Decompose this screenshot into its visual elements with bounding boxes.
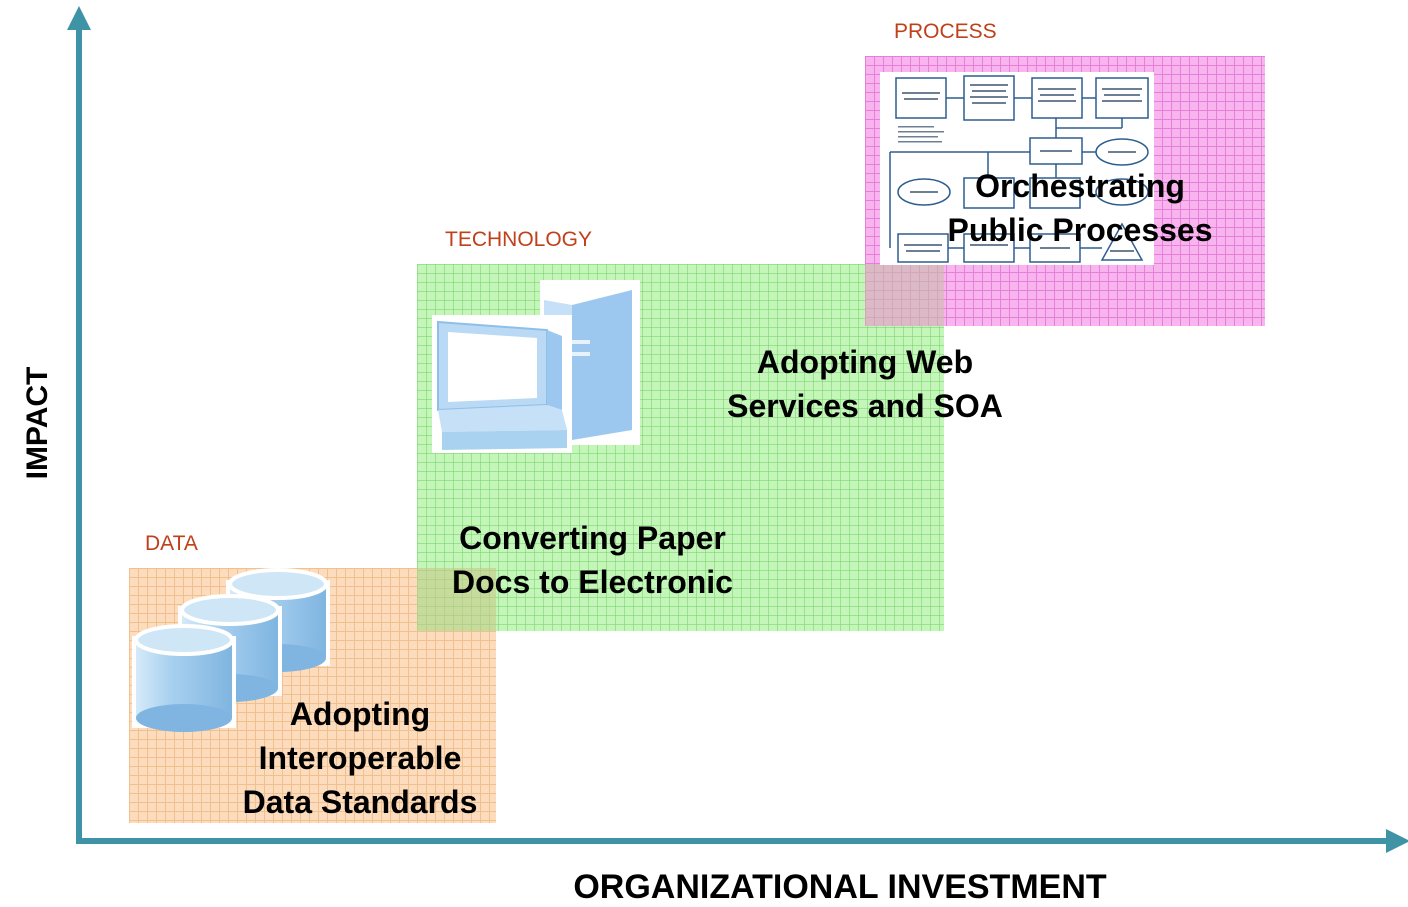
caption-line: Interoperable — [258, 740, 462, 776]
data-stage-tag: DATA — [145, 532, 198, 555]
caption-line: Adopting — [289, 696, 431, 732]
x-axis-arrow-icon — [1386, 829, 1408, 853]
data-stage-caption: Adopting Interoperable Data Standards — [190, 692, 530, 824]
caption-line: Data Standards — [242, 784, 478, 820]
database-icon — [132, 568, 330, 732]
caption-line: Converting Paper — [459, 520, 726, 556]
process-stage-tag: PROCESS — [894, 20, 997, 43]
y-axis-line — [76, 26, 82, 844]
technology-process-overlap — [865, 264, 944, 326]
caption-line: Orchestrating — [975, 168, 1185, 204]
caption-line: Adopting Web — [756, 344, 974, 380]
caption-line: Services and SOA — [727, 388, 1003, 424]
x-axis-line — [76, 838, 1388, 844]
paper-to-electronic-caption: Converting Paper Docs to Electronic — [410, 516, 775, 604]
x-axis-label: ORGANIZATIONAL INVESTMENT — [573, 868, 1107, 906]
caption-line: Docs to Electronic — [452, 564, 733, 600]
flowchart-icon — [889, 75, 1149, 263]
process-flowchart-image — [880, 72, 1154, 265]
web-services-caption: Adopting Web Services and SOA — [680, 340, 1050, 428]
technology-stage-tag: TECHNOLOGY — [445, 228, 593, 251]
orchestrating-processes-caption: Orchestrating Public Processes — [900, 164, 1260, 252]
data-technology-overlap — [417, 568, 496, 631]
caption-line: Public Processes — [947, 212, 1213, 248]
y-axis-arrow-icon — [67, 6, 91, 30]
computer-icon — [432, 280, 640, 453]
y-axis-label: IMPACT — [21, 366, 54, 480]
